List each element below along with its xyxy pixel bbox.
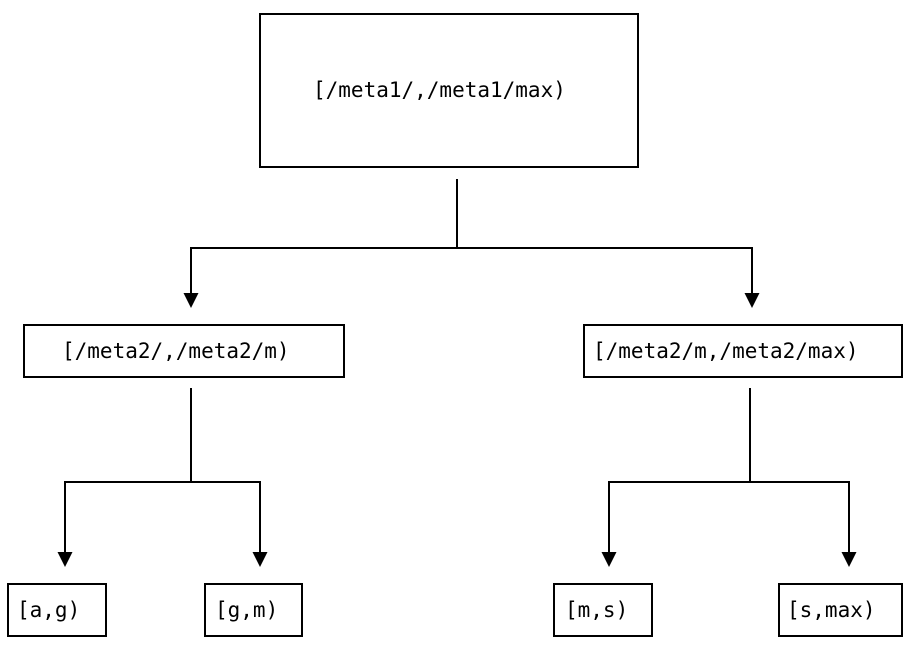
tree-leaf-m-s: [m,s) bbox=[553, 583, 653, 637]
edge-right-bracket bbox=[608, 481, 850, 552]
tree-leaf-s-max: [s,max) bbox=[778, 583, 903, 637]
tree-node-label: [g,m) bbox=[215, 597, 279, 622]
arrowhead-down-icon bbox=[252, 552, 268, 567]
tree-leaf-g-m: [g,m) bbox=[204, 583, 303, 637]
edge-root-bracket bbox=[190, 247, 753, 293]
tree-node-root: [/meta1/,/meta1/max) bbox=[259, 13, 639, 168]
arrowhead-down-icon bbox=[57, 552, 73, 567]
tree-node-label: [/meta2/m,/meta2/max) bbox=[593, 338, 859, 363]
tree-node-meta2-low: [/meta2/,/meta2/m) bbox=[23, 324, 345, 378]
tree-leaf-a-g: [a,g) bbox=[7, 583, 107, 637]
arrowhead-down-icon bbox=[744, 293, 760, 308]
edge-right-to-leaves bbox=[608, 388, 850, 552]
tree-node-label: [/meta1/,/meta1/max) bbox=[313, 78, 566, 102]
arrowhead-down-icon bbox=[841, 552, 857, 567]
tree-node-label: [a,g) bbox=[17, 597, 81, 622]
arrowhead-down-icon bbox=[183, 293, 199, 308]
tree-node-label: [s,max) bbox=[787, 597, 876, 622]
edge-root-to-children bbox=[190, 179, 753, 293]
tree-node-label: [/meta2/,/meta2/m) bbox=[62, 338, 290, 363]
tree-node-meta2-high: [/meta2/m,/meta2/max) bbox=[583, 324, 903, 378]
arrowhead-down-icon bbox=[601, 552, 617, 567]
edge-left-bracket bbox=[64, 481, 261, 552]
tree-node-label: [m,s) bbox=[565, 597, 629, 622]
edge-left-to-leaves bbox=[64, 388, 261, 552]
